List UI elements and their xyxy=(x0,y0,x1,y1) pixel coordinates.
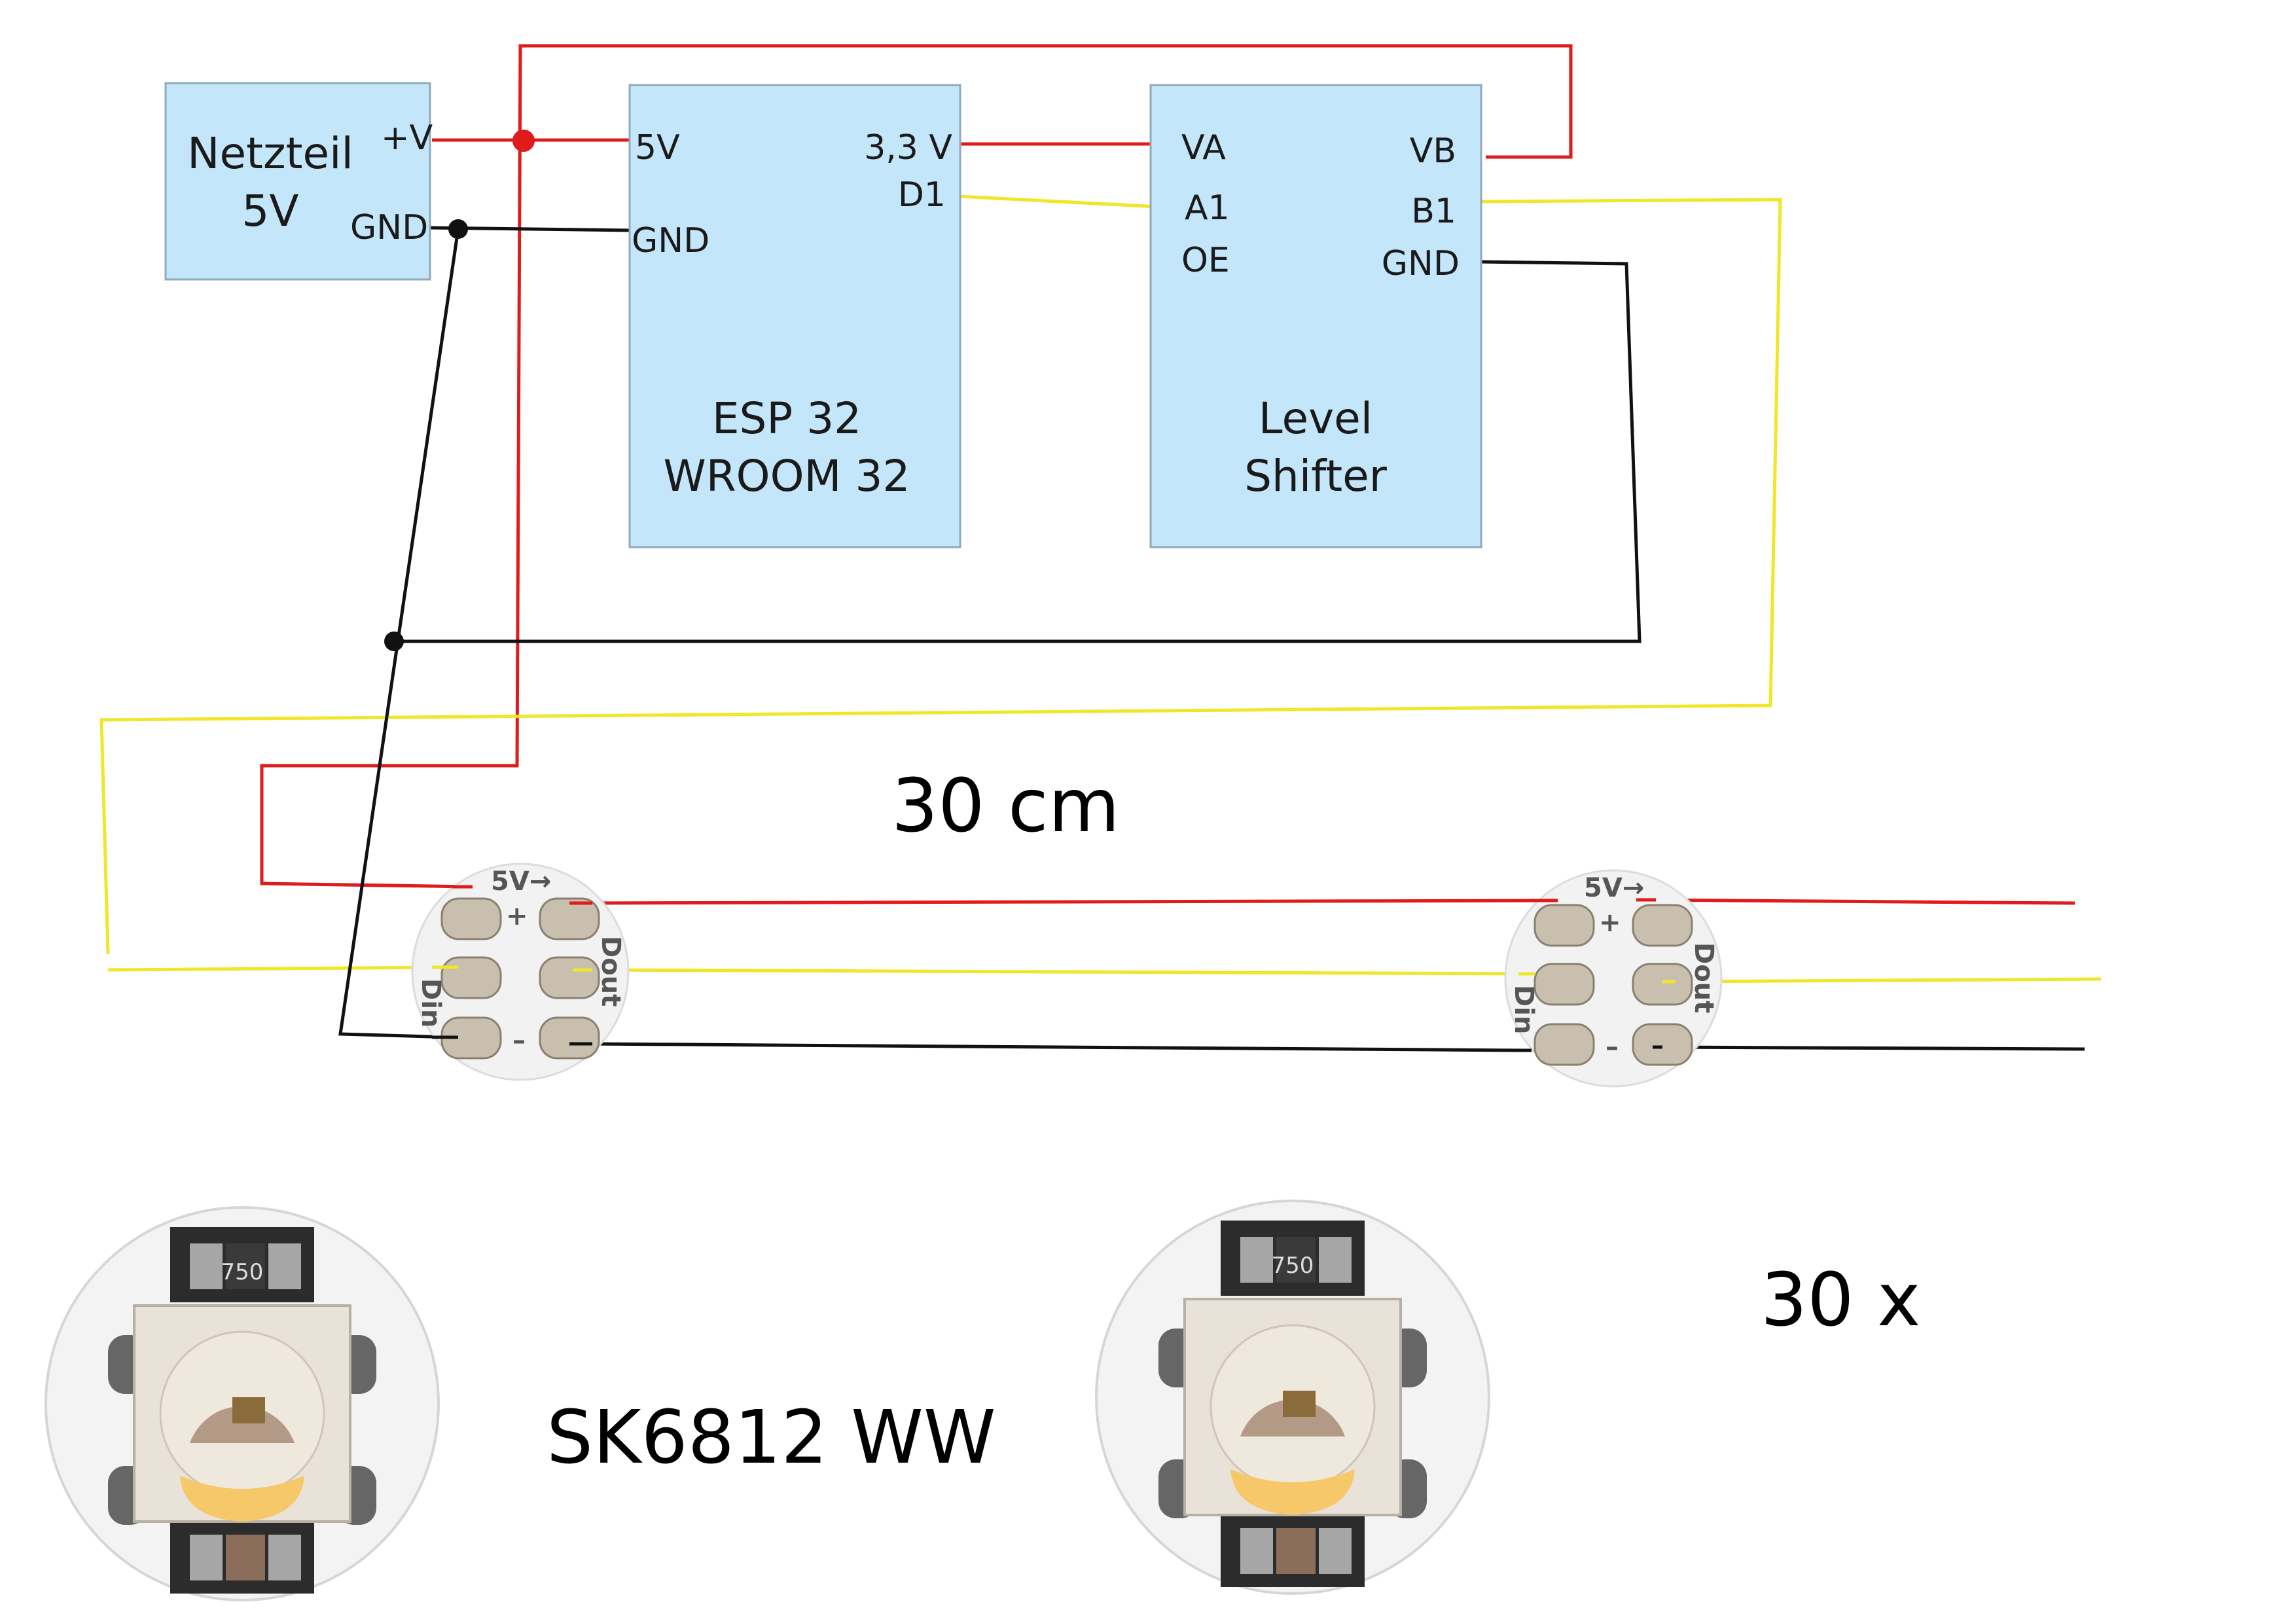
resistor-label: 750 xyxy=(1272,1253,1314,1279)
shifter-subtitle: Shifter xyxy=(1244,451,1388,501)
shifter-pin-a1: A1 xyxy=(1185,188,1230,228)
pcb-label-din: Din xyxy=(1509,985,1539,1034)
pcb-label-5v: 5V→ xyxy=(491,866,551,897)
gnd-wires xyxy=(338,226,2085,1052)
shifter-pin-vb: VB xyxy=(1410,132,1456,171)
distance-label: 30 cm xyxy=(891,764,1120,849)
netzteil-block: Netzteil 5V +V GND xyxy=(164,82,433,281)
data-wires xyxy=(99,194,2102,984)
netzteil-pin-gnd: GND xyxy=(350,208,428,247)
shifter-pin-va: VA xyxy=(1181,128,1226,168)
led-pcb-back-2: 5V→ + Din Dout – xyxy=(1504,869,1723,1088)
gnd-junction-dot-lower xyxy=(384,632,404,651)
esp32-block: 5V GND 3,3 V D1 ESP 32 WROOM 32 xyxy=(628,84,961,548)
esp32-pin-gnd: GND xyxy=(632,221,709,260)
pcb-label-plus: + xyxy=(506,901,528,931)
esp32-pin-d1: D1 xyxy=(898,175,946,215)
pcb-label-minus: – xyxy=(512,1026,526,1056)
led-type-label: SK6812 WW xyxy=(547,1395,996,1480)
esp32-pin-5v: 5V xyxy=(635,128,680,168)
pad-wire-ends xyxy=(432,885,1676,1052)
led-pcb-back-1: 5V→ + Din Dout – xyxy=(411,863,630,1081)
led-chip-front-2: 750 xyxy=(1095,1200,1490,1595)
shifter-pin-b1: B1 xyxy=(1411,192,1456,231)
pcb-label-plus: + xyxy=(1599,908,1621,938)
netzteil-pin-v: +V xyxy=(381,118,433,158)
netzteil-voltage: 5V xyxy=(242,186,298,236)
shifter-title: Level xyxy=(1259,393,1372,444)
esp32-pin-3v3: 3,3 V xyxy=(864,128,952,168)
netzteil-title: Netzteil xyxy=(187,128,353,179)
resistor-label: 750 xyxy=(221,1259,264,1285)
led-chip-front-1: 750 xyxy=(45,1206,440,1601)
pcb-label-dout: Dout xyxy=(1689,942,1719,1013)
level-shifter-block: VA A1 OE VB B1 GND Level Shifter xyxy=(1149,84,1482,548)
shifter-pin-oe: OE xyxy=(1181,241,1230,280)
pcb-label-5v: 5V→ xyxy=(1584,873,1644,903)
vcc-junction-dot xyxy=(512,130,535,152)
gnd-junction-dot xyxy=(448,219,468,239)
pcb-label-dout: Dout xyxy=(596,936,626,1007)
esp32-subtitle: WROOM 32 xyxy=(664,451,910,501)
esp32-title: ESP 32 xyxy=(712,393,861,444)
shifter-pin-gnd: GND xyxy=(1382,244,1460,283)
pcb-label-din: Din xyxy=(416,978,446,1027)
led-count-label: 30 x xyxy=(1761,1258,1920,1343)
pcb-label-minus: – xyxy=(1605,1032,1619,1062)
